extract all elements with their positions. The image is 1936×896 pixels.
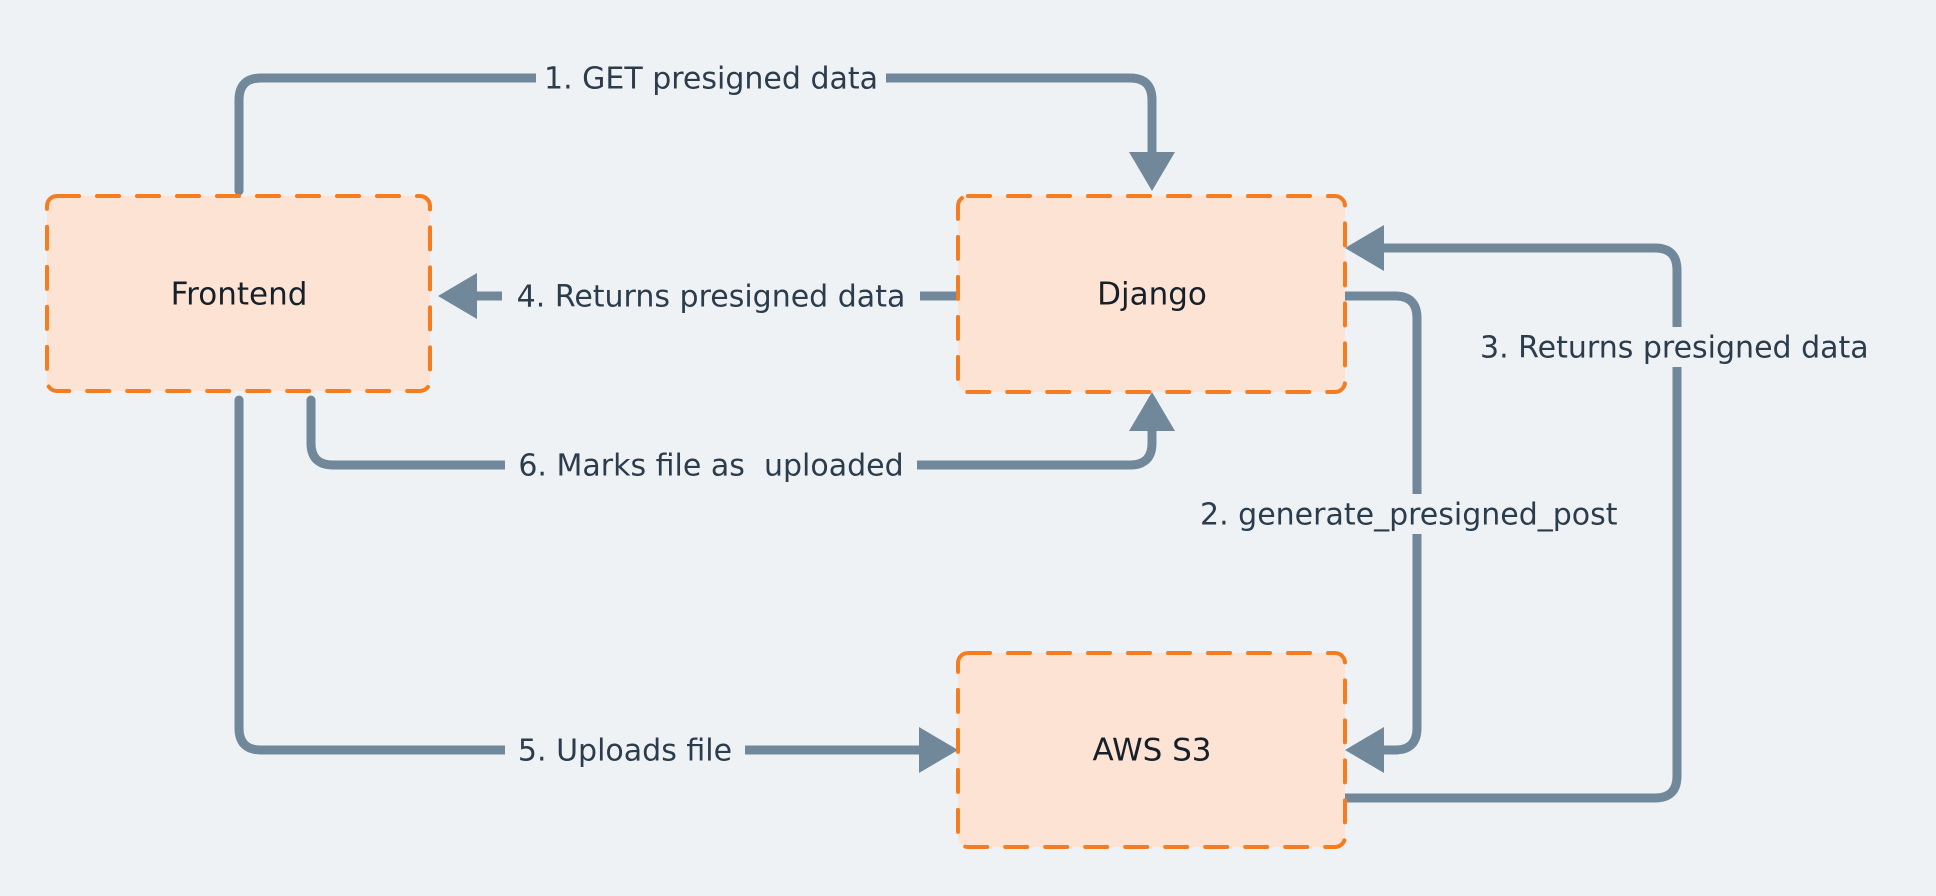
edge-step1: 1. GET presigned data <box>234 58 1175 196</box>
node-frontend[interactable]: Frontend <box>45 194 432 393</box>
edge-step5-label: 5. Uploads file <box>518 734 732 769</box>
edge-step4: 4. Returns presigned data <box>438 273 963 319</box>
node-frontend-box[interactable] <box>45 194 432 393</box>
node-aws-s3[interactable]: AWS S3 <box>956 651 1347 849</box>
edge-step1-arrowhead <box>1129 152 1175 191</box>
edge-step4-label: 4. Returns presigned data <box>517 280 906 315</box>
edge-step4-label-bg <box>502 276 920 316</box>
edge-step2-label-bg <box>1192 494 1636 534</box>
edge-step2-label: 2. generate_presigned_post <box>1200 498 1618 533</box>
edge-step3-label-bg <box>1472 327 1878 367</box>
edge-step6-label-bg <box>505 445 917 485</box>
edge-step5-arrowhead <box>919 727 958 773</box>
node-aws-s3-box[interactable] <box>956 651 1347 849</box>
edge-step1-label-bg <box>536 58 886 98</box>
edge-step1-label: 1. GET presigned data <box>544 62 878 97</box>
edge-step3-label: 3. Returns presigned data <box>1480 331 1869 366</box>
edge-step6-arrowhead <box>1129 392 1175 431</box>
edge-step2-arrowhead <box>1345 727 1384 773</box>
edge-step5-path <box>234 395 930 755</box>
node-aws-s3-label: AWS S3 <box>1092 733 1211 769</box>
edge-step5: 5. Uploads file <box>234 395 958 773</box>
edge-step6-label: 6. Marks file as uploaded <box>518 449 903 484</box>
edge-step4-arrowhead <box>438 273 477 319</box>
edge-step6: 6. Marks file as uploaded <box>306 392 1175 485</box>
node-django-label: Django <box>1097 277 1207 313</box>
edge-step3-path <box>1340 243 1682 803</box>
edge-step2: 2. generate_presigned_post <box>1192 291 1636 773</box>
edge-step5-label-bg <box>505 730 745 770</box>
node-django-box[interactable] <box>956 194 1347 394</box>
node-django[interactable]: Django <box>956 194 1347 394</box>
edge-step3: 3. Returns presigned data <box>1340 225 1878 803</box>
edge-step3-arrowhead <box>1345 225 1384 271</box>
node-frontend-label: Frontend <box>171 277 308 313</box>
